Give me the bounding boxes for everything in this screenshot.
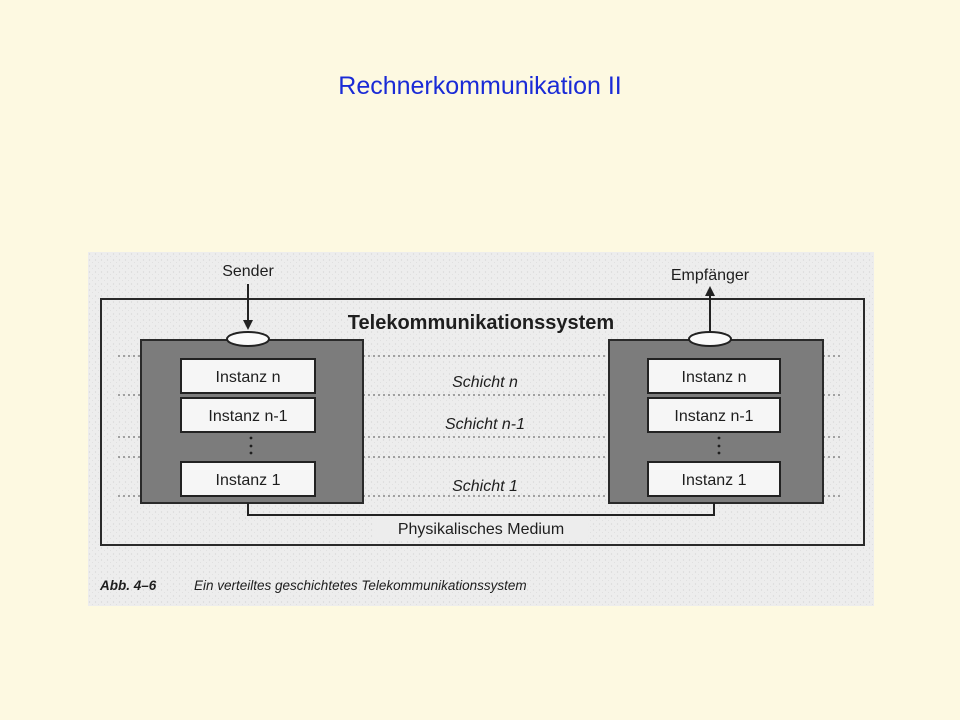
- physical-medium-label-bg: [374, 517, 588, 540]
- telecom-system-diagram: Instanz n Instanz n-1 Instanz 1 Instanz …: [88, 252, 874, 606]
- sender-instance-1: Instanz 1: [216, 472, 281, 489]
- layer-label-n: Schicht n: [452, 374, 518, 391]
- system-frame: [100, 298, 865, 546]
- sender-instance-n: Instanz n: [216, 369, 281, 386]
- receiver-instance-1: Instanz 1: [682, 472, 747, 489]
- figure-caption-number: Abb. 4–6: [99, 578, 157, 593]
- receiver-access-point: [688, 331, 732, 347]
- figure-caption-text: Ein verteiltes geschichtetes Telekommuni…: [194, 578, 527, 593]
- receiver-instance-n-box: [647, 358, 781, 394]
- layer-label-1: Schicht 1: [452, 478, 518, 495]
- physical-medium-line: [247, 503, 715, 516]
- sender-ellipsis-dots: [249, 436, 253, 455]
- slide-title: Rechnerkommunikation II: [338, 72, 622, 100]
- scanned-figure: Instanz n Instanz n-1 Instanz 1 Instanz …: [88, 252, 874, 606]
- receiver-instance-n-1: Instanz n-1: [674, 408, 753, 425]
- receiver-instance-1-box: [647, 461, 781, 497]
- sender-instance-1-box: [180, 461, 316, 497]
- physical-medium-label: Physikalisches Medium: [398, 521, 564, 538]
- sender-instance-n-box: [180, 358, 316, 394]
- receiver-instance-n: Instanz n: [682, 369, 747, 386]
- system-title: Telekommunikationssystem: [348, 312, 614, 334]
- sender-label: Sender: [222, 263, 274, 280]
- receiver-instance-n1-box: [647, 397, 781, 433]
- sender-access-point: [226, 331, 270, 347]
- receiver-ellipsis-dots: [717, 436, 721, 455]
- sender-instance-n1-box: [180, 397, 316, 433]
- layer-label-n-1: Schicht n-1: [445, 416, 525, 433]
- receiver-label: Empfänger: [671, 267, 750, 284]
- sender-instance-n-1: Instanz n-1: [208, 408, 287, 425]
